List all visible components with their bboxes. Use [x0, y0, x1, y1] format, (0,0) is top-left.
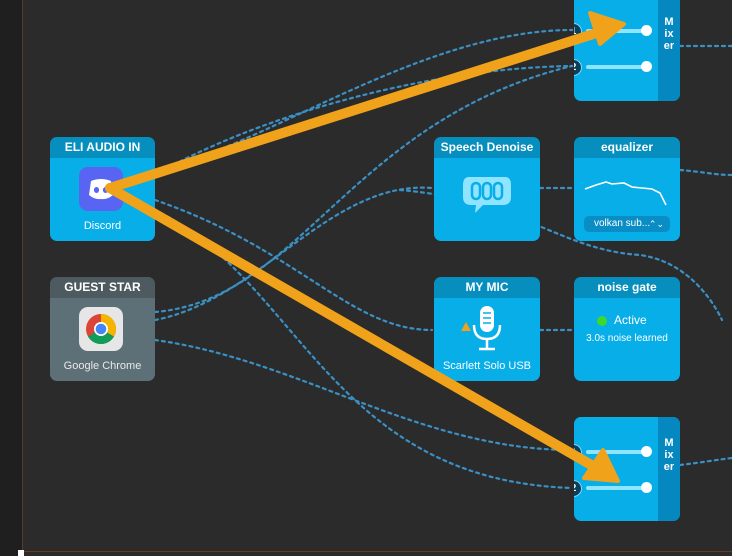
preset-label: volkan sub...	[594, 218, 651, 229]
source-node-guest-star[interactable]: GUEST STAR Google Chrome	[50, 277, 155, 381]
slider-knob[interactable]	[641, 482, 652, 493]
discord-icon	[79, 167, 123, 211]
slider-knob[interactable]	[641, 446, 652, 457]
input-badge-2: 2	[574, 59, 582, 76]
wire	[153, 198, 434, 332]
chrome-icon	[79, 307, 123, 351]
input-badge-2: 2	[574, 480, 582, 497]
gate-status: Active	[614, 313, 647, 327]
node-title: GUEST STAR	[50, 277, 155, 298]
left-sidebar	[0, 0, 23, 556]
app-name: Discord	[83, 220, 122, 232]
effect-node-equalizer[interactable]: equalizer volkan sub... ⌃⌄	[574, 137, 680, 241]
microphone-icon	[472, 306, 502, 351]
input-badge-1: 1	[574, 444, 582, 461]
mixer-slider-1[interactable]	[586, 25, 652, 36]
node-title: noise gate	[574, 277, 680, 298]
eq-curve-icon	[584, 181, 667, 206]
node-title: MY MIC	[434, 277, 540, 298]
mixer-slider-2[interactable]	[586, 482, 652, 493]
mixer-node-bottom[interactable]: 1 2 Mixer	[574, 417, 680, 521]
effect-node-speech-denoise[interactable]: Speech Denoise	[434, 137, 540, 241]
slider-knob[interactable]	[641, 61, 652, 72]
warning-triangle-icon	[461, 322, 471, 331]
effect-node-noise-gate[interactable]: noise gate Active 3.0s noise learned	[574, 277, 680, 381]
gate-detail: 3.0s noise learned	[586, 333, 668, 344]
slider-knob[interactable]	[641, 25, 652, 36]
app-name: Google Chrome	[63, 360, 142, 372]
status-dot-icon	[597, 316, 607, 326]
wire	[153, 186, 434, 322]
mixer-slider-2[interactable]	[586, 61, 652, 72]
wire	[678, 456, 732, 467]
mixer-slider-1[interactable]	[586, 446, 652, 457]
mixer-label: Mixer	[663, 437, 675, 473]
mixer-label-strip	[658, 417, 680, 521]
node-title: equalizer	[574, 137, 680, 158]
node-title: ELI AUDIO IN	[50, 137, 155, 158]
source-node-my-mic[interactable]: MY MIC Scarlett Solo USB	[434, 277, 540, 381]
mixer-node-top[interactable]: 1 2 Mixer	[574, 0, 680, 101]
dropdown-chevron-icon: ⌃⌄	[648, 219, 664, 229]
node-title: Speech Denoise	[434, 137, 540, 158]
mixer-label: Mixer	[663, 16, 675, 52]
canvas-bottom-edge	[22, 551, 732, 552]
speech-bubble-icon	[463, 177, 511, 213]
wire	[678, 168, 732, 177]
eq-preset-dropdown[interactable]: volkan sub... ⌃⌄	[584, 216, 670, 232]
device-name: Scarlett Solo USB	[442, 360, 532, 372]
source-node-eli-audio-in[interactable]: ELI AUDIO IN Discord	[50, 137, 155, 241]
resize-handle[interactable]	[18, 550, 24, 556]
input-badge-1: 1	[574, 23, 582, 40]
mixer-label-strip	[658, 0, 680, 101]
